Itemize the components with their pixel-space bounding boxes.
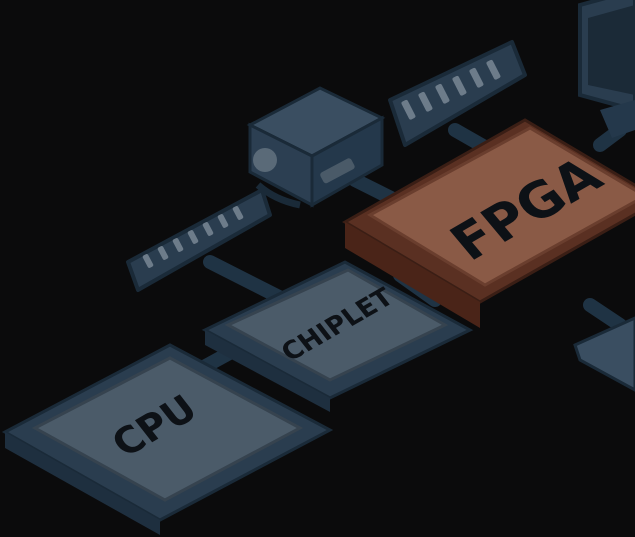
power-supply-unit [246,86,386,209]
fan-icon [253,148,277,172]
memory-module-left-pins [142,206,244,268]
peripheral-device-icon [573,316,635,392]
cpu-chip: CPU [1,343,334,535]
vent-slot [320,158,355,184]
memory-module-right-pins [401,59,501,120]
monitor-icon [578,0,635,138]
power-cable [255,182,301,209]
memory-module-right [388,40,527,147]
fpga-chip: FPGA [342,118,635,328]
memory-module-left [126,188,272,292]
chiplet-chip: CHIPLET [201,260,474,412]
trace-fpga-to-device [583,298,627,332]
trace-memory-to-chiplet [203,255,292,307]
